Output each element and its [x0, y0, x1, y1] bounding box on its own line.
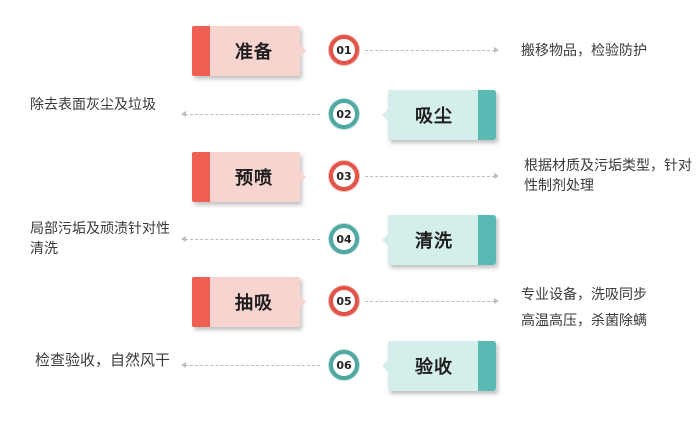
pointer-notch [382, 234, 388, 246]
pointer-notch [382, 109, 388, 121]
accent-bar [192, 26, 210, 76]
step-label: 验收 [415, 357, 453, 378]
step-01: 准备 01 搬移物品，检验防护 [0, 26, 700, 88]
pointer-notch [382, 360, 388, 372]
step-03: 预喷 03 根据材质及污垢类型，针对性制剂处理 [0, 152, 700, 214]
step-description: 搬移物品，检验防护 [521, 43, 647, 59]
accent-bar [192, 152, 210, 202]
step-label: 准备 [235, 42, 273, 63]
step-05: 抽吸 05 专业设备，洗吸同步 高温高压，杀菌除螨 [0, 277, 700, 339]
step-description: 检查验收，自然风干 [35, 351, 171, 369]
step-number-badge: 03 [329, 161, 359, 191]
step-description: 局部污垢及顽渍针对性清洗 [30, 221, 170, 257]
pointer-notch [300, 296, 306, 308]
step-04-tab: 清洗 [382, 215, 496, 265]
connector-arrow-left [181, 362, 320, 368]
step-06-tab: 验收 [382, 341, 496, 391]
step-number-badge: 06 [329, 350, 359, 380]
description-line: 高温高压，杀菌除螨 [521, 313, 647, 329]
pointer-notch [300, 171, 306, 183]
step-number-badge: 05 [329, 286, 359, 316]
accent-bar [478, 341, 496, 391]
step-02: 除去表面灰尘及垃圾 02 吸尘 [0, 90, 700, 152]
accent-bar [192, 277, 210, 327]
step-description: 除去表面灰尘及垃圾 [30, 97, 156, 113]
step-06: 检查验收，自然风干 06 验收 [0, 341, 700, 403]
connector-arrow-right [365, 173, 499, 179]
step-description: 专业设备，洗吸同步 高温高压，杀菌除螨 [521, 282, 696, 334]
description-line: 专业设备，洗吸同步 [521, 287, 647, 303]
step-description: 根据材质及污垢类型，针对性制剂处理 [524, 158, 692, 194]
connector-arrow-right [365, 47, 499, 53]
step-number-badge: 02 [329, 99, 359, 129]
step-01-tab: 准备 [192, 26, 306, 76]
accent-bar [478, 90, 496, 140]
connector-arrow-right [365, 298, 499, 304]
pointer-notch [300, 45, 306, 57]
step-03-tab: 预喷 [192, 152, 306, 202]
accent-bar [478, 215, 496, 265]
step-label: 预喷 [235, 168, 273, 189]
step-05-tab: 抽吸 [192, 277, 306, 327]
step-label: 吸尘 [415, 106, 453, 127]
connector-arrow-left [181, 236, 320, 242]
step-02-tab: 吸尘 [382, 90, 496, 140]
step-number-badge: 01 [329, 35, 359, 65]
step-label: 抽吸 [235, 293, 273, 314]
step-number-badge: 04 [329, 224, 359, 254]
connector-arrow-left [181, 111, 320, 117]
step-04: 局部污垢及顽渍针对性清洗 04 清洗 [0, 215, 700, 277]
step-label: 清洗 [415, 231, 453, 252]
